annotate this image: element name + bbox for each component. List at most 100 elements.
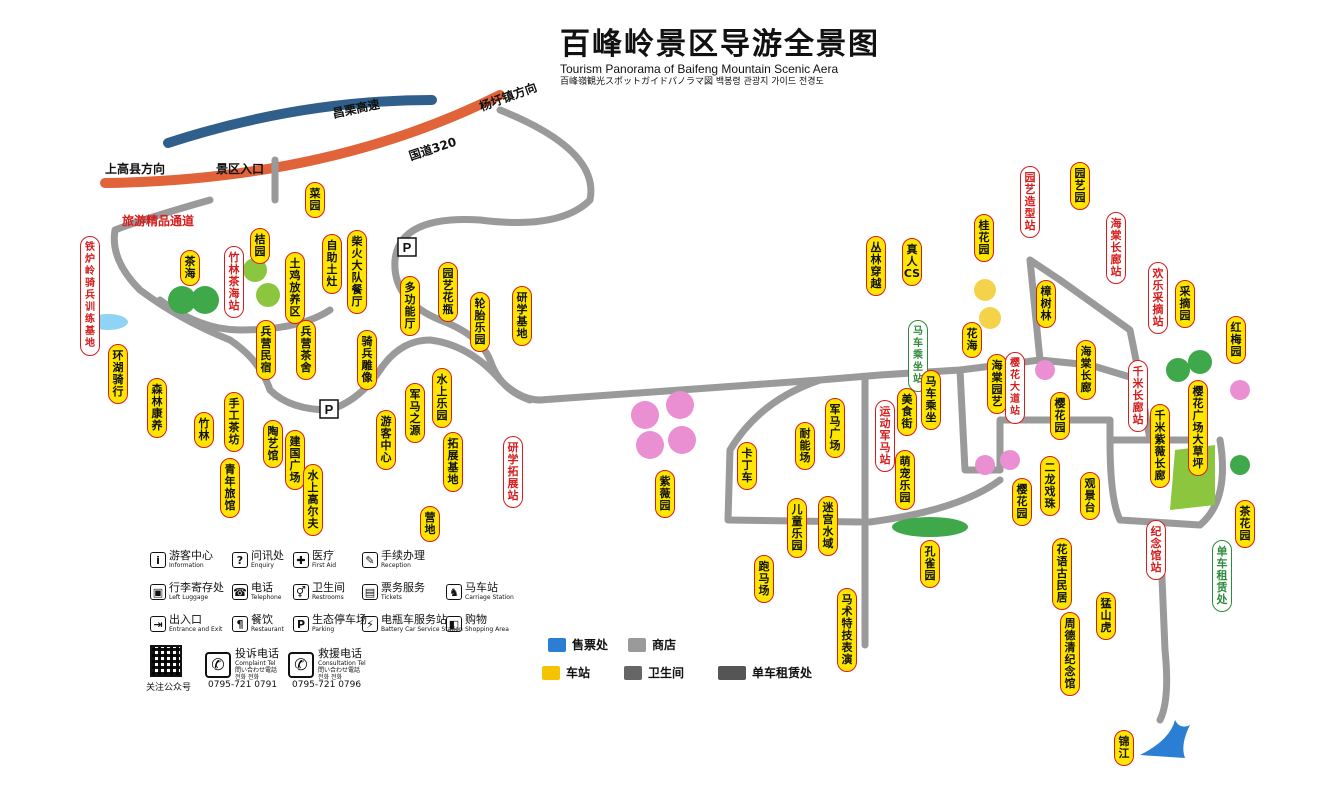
- spot-lake-cycling[interactable]: 环湖骑行: [108, 344, 128, 404]
- spot-pet-park[interactable]: 萌宠乐园: [895, 450, 915, 510]
- spot-handmade-tea-shop[interactable]: 手工茶坊: [224, 392, 244, 452]
- qr-label: 关注公众号: [146, 683, 192, 693]
- shopping-icon: ◧: [446, 615, 462, 632]
- parking-icon: P: [293, 615, 309, 632]
- spot-camphor-forest[interactable]: 樟树林: [1036, 280, 1056, 328]
- spot-bamboo-tea-station[interactable]: 竹林茶海站: [224, 246, 244, 318]
- spot-crape-myrtle-garden[interactable]: 紫薇园: [655, 470, 675, 518]
- spot-jinjiang-river[interactable]: 锦江: [1114, 730, 1134, 766]
- spot-camp[interactable]: 营地: [420, 506, 440, 542]
- map-title: 百峰岭景区导游全景图: [560, 27, 880, 62]
- spot-bamboo-forest[interactable]: 竹林: [194, 412, 214, 448]
- spot-jungle-crossing[interactable]: 丛林穿越: [866, 236, 886, 296]
- spot-osmanthus-garden[interactable]: 桂花园: [974, 214, 994, 262]
- spot-maze-water[interactable]: 迷宫水域: [818, 496, 838, 556]
- spot-barracks-teahouse[interactable]: 兵营茶舍: [296, 320, 316, 380]
- spot-kilometer-myrtle-corridor[interactable]: 千米紫薇长廊: [1150, 404, 1170, 488]
- spot-multifunction-hall[interactable]: 多功能厅: [400, 276, 420, 336]
- ticket-icon: ▤: [362, 583, 378, 600]
- restaurant-icon: ¶: [232, 615, 248, 632]
- spot-visitor-center[interactable]: 游客中心: [376, 410, 396, 470]
- spot-food-street[interactable]: 美食街: [897, 388, 917, 436]
- spot-fierce-tiger[interactable]: 猛山虎: [1096, 592, 1116, 640]
- spot-youth-hostel[interactable]: 青年旅馆: [220, 458, 240, 518]
- spot-zhou-deqing-memorial[interactable]: 周德清纪念馆: [1060, 612, 1080, 696]
- spot-tea-sea[interactable]: 茶海: [180, 250, 200, 286]
- spot-study-base[interactable]: 研学基地: [512, 286, 532, 346]
- national-road: [100, 90, 505, 188]
- spot-chicken-farm[interactable]: 土鸡放养区: [285, 252, 305, 324]
- spot-endurance-field[interactable]: 耐能场: [795, 422, 815, 470]
- spot-vegetable-garden[interactable]: 菜园: [305, 182, 325, 218]
- first-aid-icon: ✚: [293, 551, 309, 568]
- spot-water-golf[interactable]: 水上高尔夫: [303, 464, 323, 536]
- bike-rental-icon: [718, 665, 746, 680]
- spot-horticulture-garden[interactable]: 园艺园: [1070, 162, 1090, 210]
- spot-peacock-garden[interactable]: 孔雀园: [920, 540, 940, 588]
- map-title-multilingual: 百峰嶺観光スポットガイドパノラマ図 백봉령 관광지 가이드 전경도: [560, 77, 824, 87]
- spot-kilometer-corridor-station[interactable]: 千米长廊站: [1128, 360, 1148, 432]
- spot-two-dragons[interactable]: 二龙戏珠: [1040, 456, 1060, 516]
- spot-begonia-corridor-station[interactable]: 海棠长廊站: [1106, 212, 1126, 284]
- spot-red-plum-garden[interactable]: 红梅园: [1226, 316, 1246, 364]
- spot-live-cs[interactable]: 真人CS: [902, 238, 922, 286]
- spot-cavalry-statue[interactable]: 骑兵雕像: [357, 330, 377, 390]
- spot-water-park[interactable]: 水上乐园: [432, 368, 452, 428]
- spot-war-horse-origin[interactable]: 军马之源: [405, 383, 425, 443]
- spot-flower-language-house[interactable]: 花语古民居: [1052, 538, 1072, 610]
- spot-garden-vase[interactable]: 园艺花瓶: [438, 262, 458, 322]
- telephone-icon: ☎: [232, 583, 248, 600]
- internal-roads: [110, 106, 1226, 724]
- spot-topiary-station[interactable]: 园艺造型站: [1020, 166, 1040, 238]
- spot-go-kart[interactable]: 卡丁车: [737, 442, 757, 490]
- spot-expansion-base[interactable]: 拓展基地: [443, 432, 463, 492]
- spot-sport-horse-station[interactable]: 运动军马站: [875, 400, 895, 472]
- spot-racecourse[interactable]: 跑马场: [754, 555, 774, 603]
- spot-sakura-garden[interactable]: 樱花园: [1050, 392, 1070, 440]
- river: [1140, 720, 1190, 758]
- spot-forest-wellness[interactable]: 森林康养: [147, 378, 167, 438]
- spot-study-expansion-station[interactable]: 研学拓展站: [503, 436, 523, 508]
- spot-flower-sea[interactable]: 花海: [962, 322, 982, 358]
- spot-jianguo-square[interactable]: 建国广场: [285, 430, 305, 490]
- spot-children-park[interactable]: 儿童乐园: [787, 498, 807, 558]
- spot-picking-station[interactable]: 欢乐采摘站: [1148, 262, 1168, 334]
- spot-begonia-horticulture[interactable]: 海棠园艺: [987, 354, 1007, 414]
- spot-observation-deck[interactable]: 观景台: [1080, 472, 1100, 520]
- spot-orange-garden[interactable]: 桔园: [250, 228, 270, 264]
- poi-legend-toilet: 卫生间: [624, 664, 684, 681]
- map-title-block: 百峰岭景区导游全景图 Tourism Panorama of Baifeng M…: [560, 28, 890, 88]
- spot-pottery-hall[interactable]: 陶艺馆: [263, 420, 283, 468]
- rescue-phone: ✆ 救援电话 Consultation Tel 問い合わせ電話 전화 전화: [288, 648, 366, 681]
- restroom-icon: ⚥: [293, 583, 309, 600]
- label-shanggao-direction: 上高县方向: [105, 162, 166, 176]
- spot-begonia-corridor[interactable]: 海棠长廊: [1076, 340, 1096, 400]
- poi-legend-shop: 商店: [628, 636, 676, 653]
- spot-cavalry-training-base[interactable]: 铁炉岭骑兵训练基地: [80, 236, 100, 356]
- qr-code: [150, 645, 182, 677]
- spot-barracks-homestay[interactable]: 兵营民宿: [256, 320, 276, 380]
- exit-icon: ⇥: [150, 615, 166, 632]
- spot-picking-garden[interactable]: 采摘园: [1175, 280, 1195, 328]
- question-icon: ?: [232, 551, 248, 568]
- toilet-icon: [624, 665, 642, 680]
- spot-bike-rental[interactable]: 单车租赁处: [1212, 540, 1232, 612]
- spot-sakura-avenue-station[interactable]: 樱花大道站: [1005, 352, 1025, 424]
- spot-tire-park[interactable]: 轮胎乐园: [470, 292, 490, 352]
- spot-carriage-ride[interactable]: 马车乘坐: [921, 370, 941, 430]
- spot-sakura-garden-2[interactable]: 樱花园: [1012, 478, 1032, 526]
- map-title-en: Tourism Panorama of Baifeng Mountain Sce…: [560, 62, 839, 76]
- spot-sakura-square-lawn[interactable]: 樱花广场大草坪: [1188, 380, 1208, 476]
- spot-camellia-garden[interactable]: 茶花园: [1235, 500, 1255, 548]
- spot-war-horse-square[interactable]: 军马广场: [825, 398, 845, 458]
- spot-self-service-stove[interactable]: 自助土灶: [322, 234, 342, 294]
- spot-firewood-restaurant[interactable]: 柴火大队餐厅: [347, 230, 367, 314]
- spot-memorial-station[interactable]: 纪念馆站: [1146, 520, 1166, 580]
- spot-equestrian-show[interactable]: 马术特技表演: [837, 588, 857, 672]
